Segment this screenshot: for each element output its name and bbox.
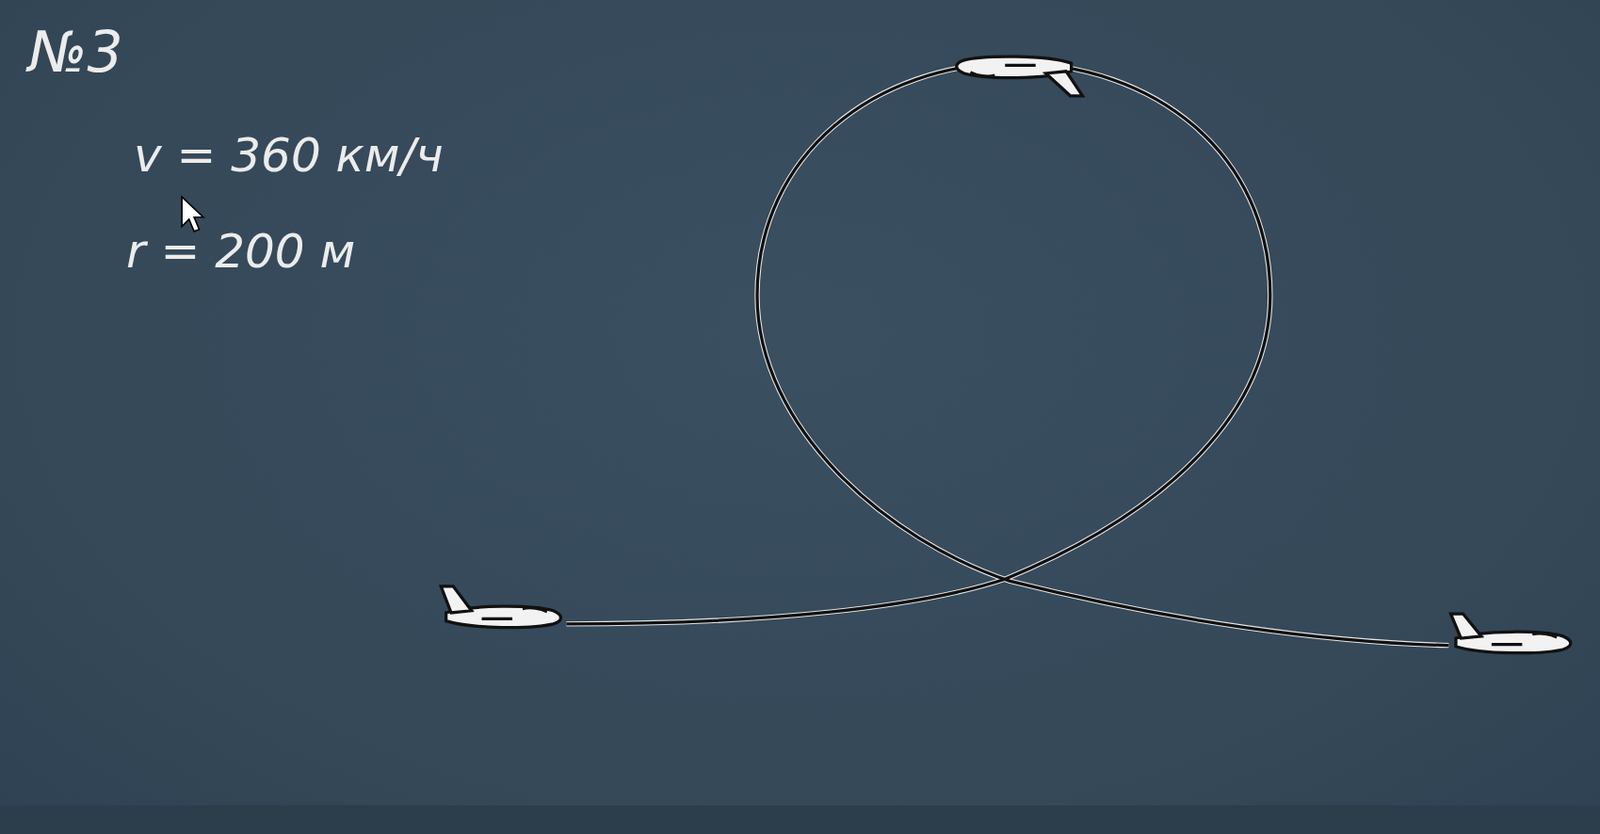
given-value: r = 200 м [126,226,356,278]
airplane [440,586,561,629]
board-edge [0,806,1600,834]
airplane [1451,614,1571,654]
problem-number: №3 [28,20,124,83]
given-value: v = 360 км/ч [133,129,444,182]
airplane [956,56,1083,97]
trajectory [565,63,1449,646]
trajectory-halo [565,63,1449,646]
